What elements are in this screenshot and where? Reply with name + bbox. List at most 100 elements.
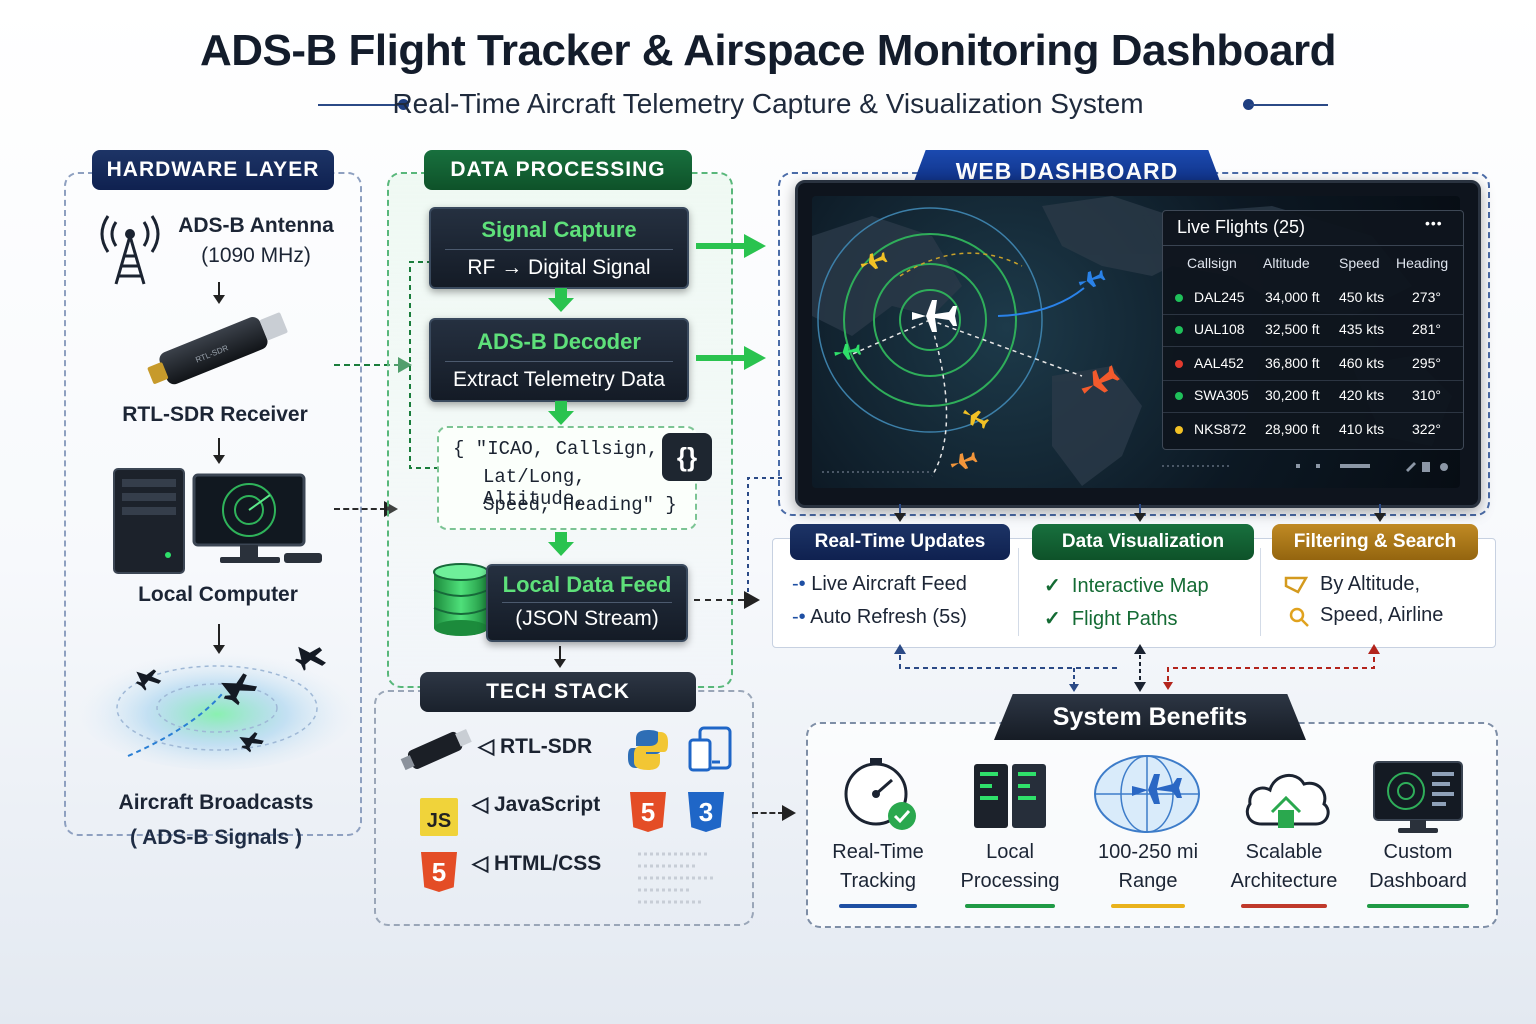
data-processing-title: DATA PROCESSING: [424, 150, 692, 190]
feature-by-altitude: By Altitude,: [1320, 573, 1421, 595]
status-dot: [1175, 360, 1183, 368]
cell-speed: 435 kts: [1339, 321, 1385, 337]
arrow-capture-decoder: [548, 288, 574, 312]
filtering-search-title: Filtering & Search: [1272, 524, 1478, 560]
status-dot: [1175, 326, 1183, 334]
cell-heading: 310°: [1412, 387, 1441, 403]
stopwatch-icon: [844, 758, 916, 830]
json-line-2: Lat/Long, Altitude,: [483, 466, 586, 510]
column-heading[interactable]: Heading: [1396, 255, 1449, 271]
antenna-icon: [100, 215, 160, 285]
local-data-feed-box: Local Data Feed (JSON Stream): [486, 564, 688, 642]
arrow-receiver-computer: [213, 438, 225, 464]
tech-stack-title: TECH STACK: [420, 672, 696, 712]
code-lines-decoration: [638, 852, 714, 904]
benefit-line-1: Real-Time: [832, 841, 924, 863]
column-callsign[interactable]: Callsign: [1187, 255, 1237, 271]
devices-icon: [688, 726, 732, 772]
feature-divider-2: [1260, 548, 1261, 636]
adsb-decoder-box: ADS-B Decoder Extract Telemetry Data: [429, 318, 689, 402]
rtl-sdr-dongle-icon: RTL-SDR: [147, 312, 288, 385]
status-dot: [1175, 426, 1183, 434]
feature-flight-paths: ✓ Flight Paths: [1044, 606, 1178, 631]
page-subtitle: Real-Time Aircraft Telemetry Capture & V…: [392, 88, 1144, 119]
feedback-loop-connector: [409, 261, 438, 469]
arrow-decoder-json: [548, 401, 574, 425]
row-divider: [1163, 314, 1463, 315]
arrowhead-techstack: [782, 805, 796, 821]
benefit-line-2: Range: [1118, 870, 1178, 892]
benefit-label: 100-250 mi Range: [1078, 838, 1218, 896]
tech-item-rtl-sdr: ◁ RTL-SDR: [478, 735, 593, 758]
check-icon: ✓: [1044, 575, 1061, 597]
html5-icon-large: 5: [630, 792, 666, 832]
benefit-line-1: 100-250 mi: [1097, 841, 1199, 863]
benefit-line-2: Tracking: [840, 870, 916, 892]
tick-visualization: [1134, 504, 1146, 522]
feed-title: Local Data Feed: [502, 572, 672, 597]
computer-label: Local Computer: [138, 583, 298, 606]
cell-speed: 420 kts: [1339, 387, 1385, 403]
map-toolbar-icons[interactable]: [1296, 458, 1456, 474]
subtitle-line-left: [318, 104, 404, 106]
cell-altitude: 36,800 ft: [1265, 355, 1320, 371]
json-line-3: Speed, Heading" }: [483, 494, 677, 516]
subtitle-dot-right: [1243, 99, 1254, 110]
antenna-label: ADS-B Antenna: [178, 214, 334, 237]
dashboard-monitor-icon: [1373, 761, 1463, 833]
cell-callsign: UAL108: [1194, 321, 1245, 337]
bullet-icon: -•: [792, 573, 806, 595]
connector-computer-processing: [334, 508, 386, 510]
status-dot: [1175, 294, 1183, 302]
column-altitude[interactable]: Altitude: [1263, 255, 1310, 271]
cell-heading: 273°: [1412, 289, 1441, 305]
cell-altitude: 34,000 ft: [1265, 289, 1320, 305]
feature-flight-paths-label: Flight Paths: [1071, 608, 1178, 630]
divider: [502, 602, 672, 603]
signal-capture-box: Signal Capture RF → Digital Signal: [429, 207, 689, 289]
arrowhead-green: [398, 357, 412, 373]
arrowhead-feed: [744, 591, 760, 609]
benefit-line-2: Processing: [960, 870, 1060, 892]
benefit-underline: [1241, 904, 1327, 908]
tick-filtering: [1374, 504, 1386, 522]
search-icon: [1289, 607, 1309, 627]
javascript-icon: JS: [420, 798, 458, 836]
cell-speed: 460 kts: [1339, 355, 1385, 371]
signal-capture-title: Signal Capture: [481, 217, 637, 242]
column-speed[interactable]: Speed: [1339, 255, 1380, 271]
tech-item-javascript-label: JavaScript: [493, 793, 601, 816]
live-flights-panel: Live Flights (25) ••• Callsign Altitude …: [1162, 210, 1464, 450]
json-telemetry-box: { "ICAO, Callsign, Lat/Long, Altitude, S…: [437, 426, 697, 530]
rtl-sdr-icon: [400, 728, 472, 771]
python-icon: [628, 730, 668, 770]
feature-auto-refresh: -• Auto Refresh (5s): [792, 606, 967, 629]
panel-menu-icon[interactable]: •••: [1425, 215, 1443, 231]
data-visualization-title: Data Visualization: [1032, 524, 1254, 560]
cell-callsign: AAL452: [1194, 355, 1244, 371]
cell-heading: 322°: [1412, 421, 1441, 437]
decoder-subtitle: Extract Telemetry Data: [452, 368, 666, 391]
broadcast-label: Aircraft Broadcasts: [118, 791, 314, 814]
cell-heading: 281°: [1412, 321, 1441, 337]
page-title: ADS-B Flight Tracker & Airspace Monitori…: [199, 26, 1337, 75]
arrow-capture-dashboard: [696, 234, 766, 258]
feature-live-feed: -• Live Aircraft Feed: [792, 573, 967, 596]
tech-item-javascript: ◁ JavaScript: [472, 793, 601, 816]
flight-row[interactable]: AAL452 36,800 ft 460 kts 295°: [1163, 355, 1463, 375]
divider: [445, 361, 673, 362]
feature-auto-refresh-label: Auto Refresh (5s): [810, 606, 967, 628]
cell-heading: 295°: [1412, 355, 1441, 371]
feature-interactive-map-label: Interactive Map: [1071, 575, 1209, 597]
subtitle-line-right: [1250, 104, 1328, 106]
receiver-label: RTL-SDR Receiver: [122, 403, 308, 426]
json-braces-icon: {}: [662, 433, 712, 481]
antenna-frequency: (1090 MHz): [201, 244, 311, 267]
database-icon: [433, 563, 489, 636]
feature-live-feed-label: Live Aircraft Feed: [811, 573, 967, 595]
